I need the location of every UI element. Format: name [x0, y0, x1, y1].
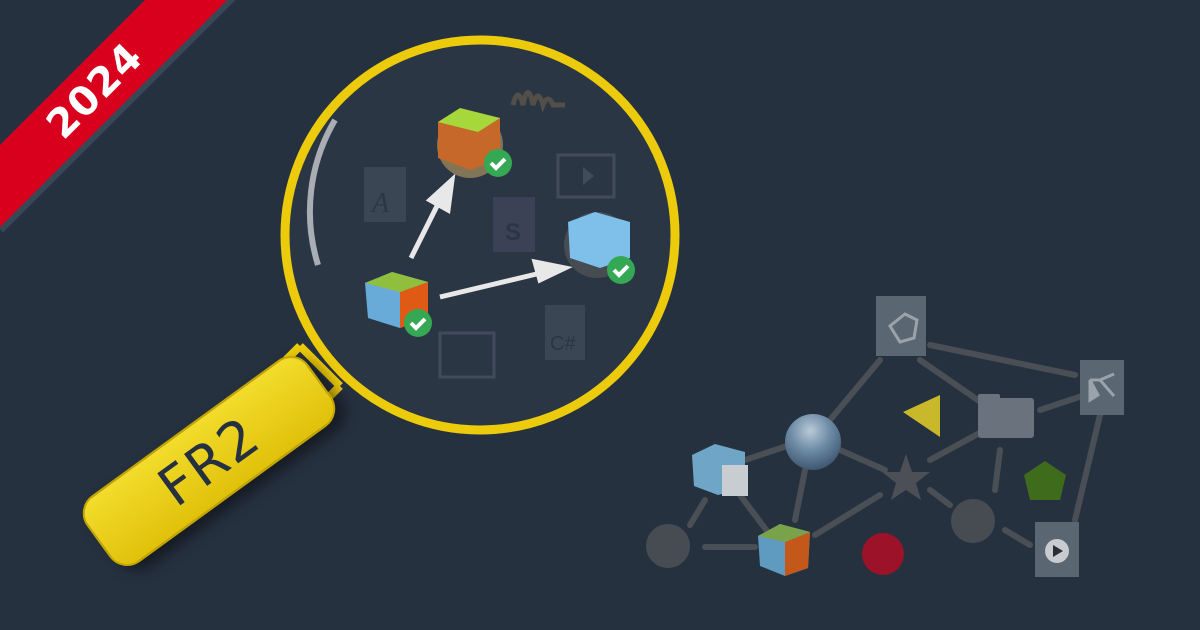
texture-file-icon: [438, 331, 496, 379]
shader-file-icon: [493, 197, 535, 252]
svg-text:S: S: [505, 219, 521, 246]
csharp-file-icon: [545, 305, 585, 360]
animator-node: [1080, 360, 1124, 415]
unity-logo-node: [876, 296, 926, 356]
grey-circle-left-node: [646, 524, 690, 568]
sphere-node: [785, 414, 841, 470]
svg-text:A: A: [370, 188, 390, 219]
video-file-icon: [556, 153, 616, 199]
triangle-node: [903, 395, 940, 437]
svg-text:C#: C#: [550, 333, 576, 355]
star-node: [882, 454, 930, 500]
font-file-icon: [364, 167, 406, 222]
check-badges: [404, 149, 635, 337]
grey-circle-right-node: [951, 499, 995, 543]
pentagon-node: [1024, 461, 1066, 500]
folder-node: [978, 398, 1034, 438]
red-circle-node: [862, 533, 904, 575]
audio-file-icon: [510, 90, 565, 113]
prefab-cube-icon: [568, 212, 630, 268]
